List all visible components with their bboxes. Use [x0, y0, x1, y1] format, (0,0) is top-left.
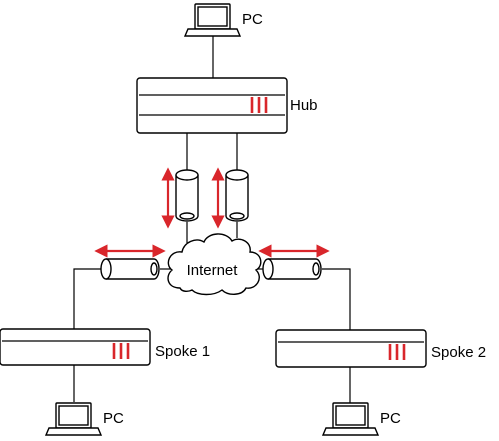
internet-cloud: Internet	[167, 233, 262, 296]
spoke2-label: Spoke 2	[431, 344, 486, 361]
hub-device: Hub	[136, 77, 318, 134]
laptop-icon	[183, 3, 242, 37]
tunnel-vertical-left	[175, 169, 199, 222]
pc-left-label: PC	[103, 410, 124, 427]
firewall-appliance-icon	[136, 77, 288, 134]
pc-right-label: PC	[380, 410, 401, 427]
vpn-tunnel-cylinder-icon	[175, 169, 199, 222]
pc-top-label: PC	[242, 11, 263, 28]
hub-label: Hub	[290, 97, 318, 114]
vpn-tunnel-cylinder-icon	[262, 258, 322, 280]
tunnel-vertical-right	[225, 169, 249, 222]
firewall-appliance-icon	[275, 329, 427, 368]
pc-right: PC	[321, 402, 401, 436]
vpn-tunnel-cylinder-icon	[100, 258, 160, 280]
pc-top: PC	[183, 3, 263, 37]
tunnel-horizontal-left	[100, 258, 160, 280]
internet-label: Internet	[187, 262, 239, 279]
tunnel-horizontal-right	[262, 258, 322, 280]
pc-left: PC	[44, 402, 124, 436]
vpn-tunnel-cylinder-icon	[225, 169, 249, 222]
firewall-appliance-icon	[0, 328, 151, 366]
laptop-icon	[44, 402, 103, 436]
spoke1-device: Spoke 1	[0, 328, 210, 366]
internet-cloud-icon	[167, 233, 262, 296]
spoke1-label: Spoke 1	[155, 343, 210, 360]
laptop-icon	[321, 402, 380, 436]
spoke2-device: Spoke 2	[275, 329, 486, 368]
connection-lines	[73, 36, 351, 403]
